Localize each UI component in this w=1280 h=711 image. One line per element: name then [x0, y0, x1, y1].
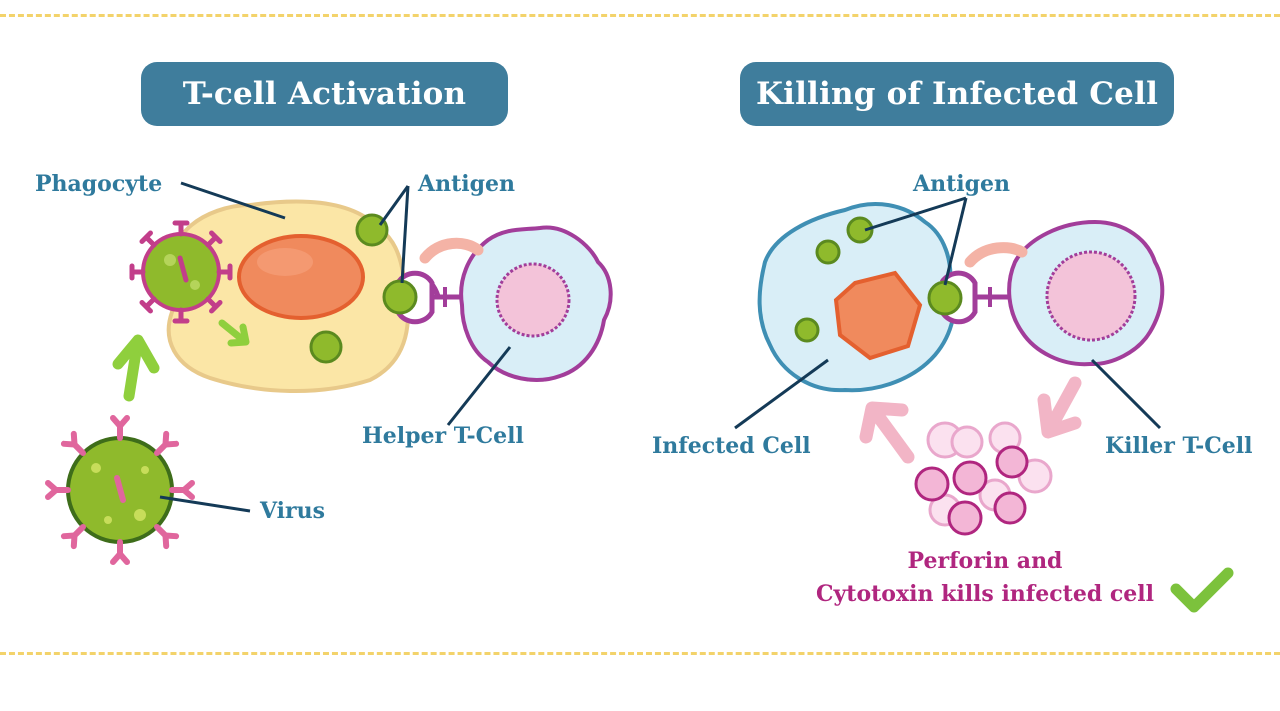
label-antigen-left: Antigen — [418, 171, 515, 197]
top-dashed-border — [0, 14, 1280, 17]
check-icon — [1170, 567, 1234, 613]
label-perforin-cytotoxin: Perforin and Cytotoxin kills infected ce… — [800, 545, 1170, 611]
label-infected-cell: Infected Cell — [652, 433, 811, 459]
antigen-dot — [846, 216, 874, 244]
arrow-icon — [1037, 376, 1082, 439]
antigen-dot — [815, 239, 841, 265]
antigen-dot — [794, 317, 820, 343]
antigen-dot — [355, 213, 389, 247]
label-helper-t-cell: Helper T-Cell — [362, 423, 524, 449]
arrow-icon — [218, 319, 250, 347]
label-perforin-line1: Perforin and — [907, 548, 1063, 574]
arrow-icon — [112, 334, 160, 402]
label-antigen-right: Antigen — [913, 171, 1010, 197]
bottom-dashed-border — [0, 652, 1280, 655]
antigen-dot — [927, 280, 963, 316]
label-killer-t-cell: Killer T-Cell — [1105, 433, 1253, 459]
label-perforin-line2: Cytotoxin kills infected cell — [816, 581, 1154, 607]
perforin-granules — [914, 421, 1053, 536]
label-virus: Virus — [260, 498, 326, 524]
title-killing-of-infected-cell: Killing of Infected Cell — [740, 62, 1174, 126]
engulfed-virus — [132, 223, 230, 321]
antigen-dot — [309, 330, 343, 364]
arrow-icon — [859, 401, 915, 464]
label-phagocyte: Phagocyte — [35, 171, 163, 197]
antigen-dot — [382, 279, 418, 315]
title-t-cell-activation: T-cell Activation — [141, 62, 508, 126]
helper-t-cell-nucleus — [495, 262, 571, 338]
phagocyte-nucleus — [237, 234, 365, 320]
killer-t-cell-nucleus — [1045, 250, 1137, 342]
virus — [48, 418, 192, 562]
